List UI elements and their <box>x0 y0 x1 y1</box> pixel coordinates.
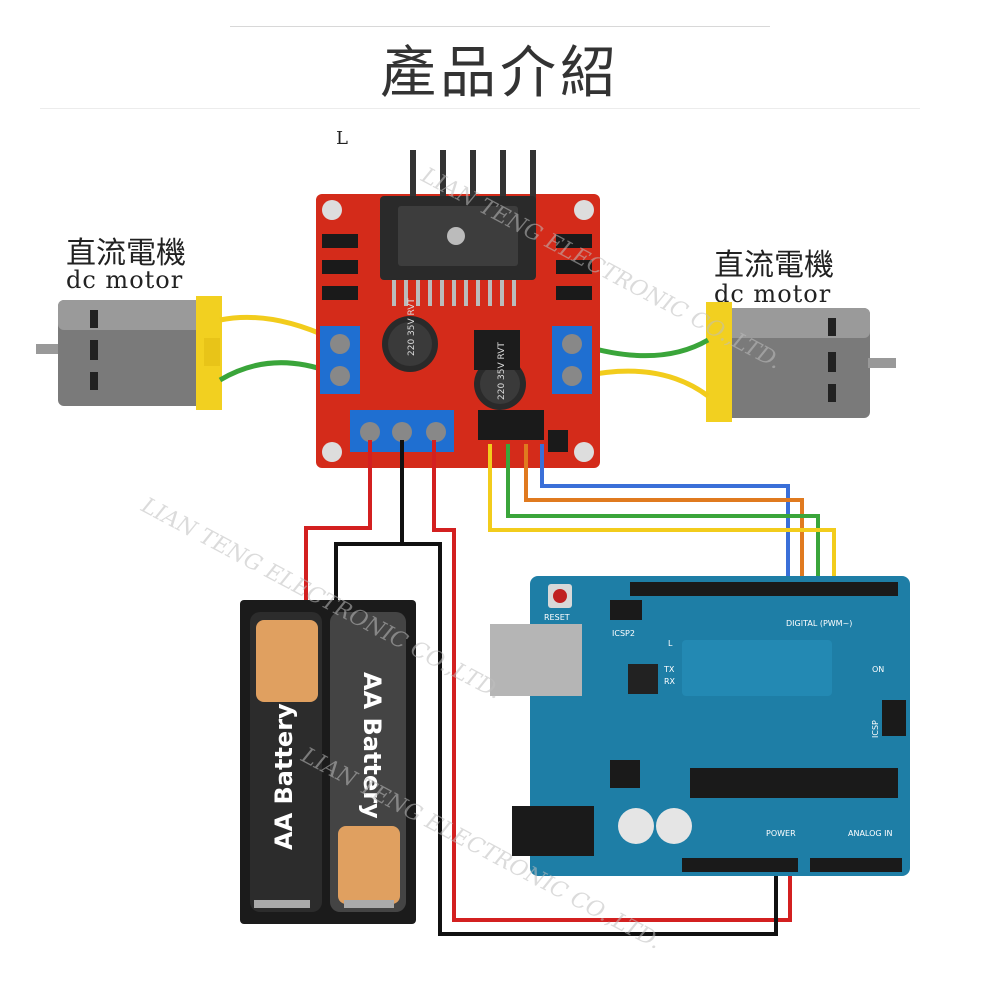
capacitor-1-label: 220 35V RVT <box>407 298 417 356</box>
right-motor-wire-green <box>583 337 710 359</box>
battery-cell-1-label: AA Battery <box>270 703 298 850</box>
signal-wire-green <box>506 444 820 590</box>
motor-driver-board <box>316 150 600 468</box>
left-motor-label-cn: 直流電機 <box>66 236 186 271</box>
arduino-reset-label: RESET <box>544 613 570 622</box>
capacitor-2-label: 220 35V RVT <box>497 342 507 400</box>
title-bottom-rule <box>40 108 920 109</box>
battery-wire-black <box>334 440 404 606</box>
title-top-rule <box>230 26 770 27</box>
right-motor-label-en: dc motor <box>714 280 832 308</box>
battery-cell-2-label: AA Battery <box>358 672 386 819</box>
arduino-ground-wire-black <box>402 542 778 936</box>
signal-wire-orange <box>524 444 804 590</box>
left-motor-wire-yellow <box>219 314 332 341</box>
arduino-rx-label: RX <box>664 677 676 686</box>
arduino-analog-label: ANALOG IN <box>848 829 893 838</box>
left-motor-wire-green <box>218 360 331 383</box>
battery-wire-red <box>304 440 372 606</box>
board-led-label: L <box>336 128 348 149</box>
arduino-on-label: ON <box>872 665 884 674</box>
left-dc-motor <box>36 296 222 410</box>
right-dc-motor <box>706 302 896 422</box>
right-motor-label-cn: 直流電機 <box>714 248 834 283</box>
signal-wire-blue <box>540 444 790 590</box>
arduino-tx-label: TX <box>663 665 675 674</box>
arduino-power-label: POWER <box>766 829 796 838</box>
left-motor-label-en: dc motor <box>66 266 184 294</box>
arduino-icsp-label: ICSP <box>871 720 880 738</box>
arduino-uno-board <box>490 576 910 876</box>
arduino-led-l-label: L <box>668 639 673 648</box>
arduino-digital-label: DIGITAL (PWM~) <box>786 619 852 628</box>
arduino-power-wire-red <box>432 440 792 922</box>
right-motor-wire-yellow <box>583 368 710 399</box>
signal-wire-yellow <box>488 444 836 590</box>
page-title: 產品介紹 <box>380 41 620 106</box>
arduino-icsp2-label: ICSP2 <box>612 629 635 638</box>
battery-holder <box>240 600 416 924</box>
